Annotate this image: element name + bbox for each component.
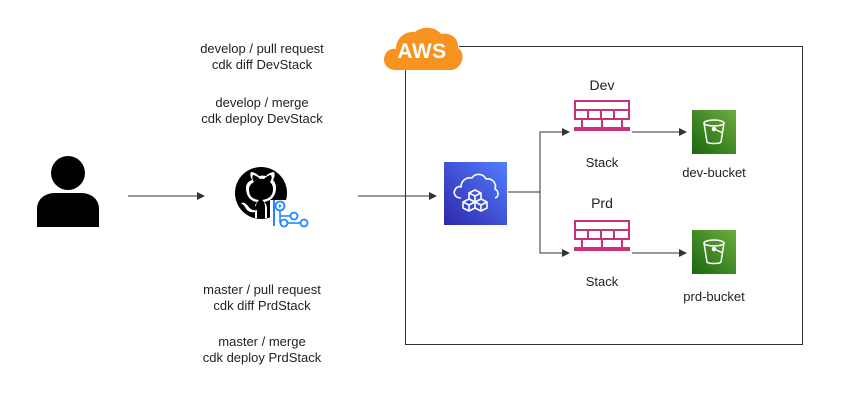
annotation-dev-pr-command: cdk diff DevStack xyxy=(211,57,313,72)
env-label-dev: Dev xyxy=(589,77,615,93)
annotation-prd-pr-command: cdk diff PrdStack xyxy=(213,298,311,313)
bucket-label-prd: prd-bucket xyxy=(683,289,745,304)
stack-icon xyxy=(574,100,630,152)
annotation-dev-merge-command: cdk deploy DevStack xyxy=(201,111,323,126)
annotation-prd-merge-command: cdk deploy PrdStack xyxy=(202,350,322,365)
s3-bucket-icon xyxy=(692,230,736,274)
stack-label-dev: Stack xyxy=(585,155,619,170)
actions-workflow-glyph xyxy=(270,200,314,232)
user-icon xyxy=(35,155,101,227)
env-label-prd: Prd xyxy=(591,195,613,211)
annotation-prd-merge-event: master / merge xyxy=(218,334,306,349)
annotation-prd-pr-event: master / pull request xyxy=(203,282,321,297)
aws-cloud-boundary-top xyxy=(459,46,802,47)
aws-logo: AWS xyxy=(380,22,464,76)
bucket-label-dev: dev-bucket xyxy=(682,165,746,180)
github-actions-icon xyxy=(234,166,314,232)
cloudformation-icon xyxy=(444,162,507,225)
stack-label-prd: Stack xyxy=(585,274,619,289)
aws-cloud-boundary xyxy=(405,46,803,345)
aws-logo-text: AWS xyxy=(397,40,447,63)
annotation-dev-merge-event: develop / merge xyxy=(215,95,309,110)
annotation-dev-pr-event: develop / pull request xyxy=(200,41,324,56)
stack-icon xyxy=(574,220,630,272)
s3-bucket-icon xyxy=(692,110,736,154)
